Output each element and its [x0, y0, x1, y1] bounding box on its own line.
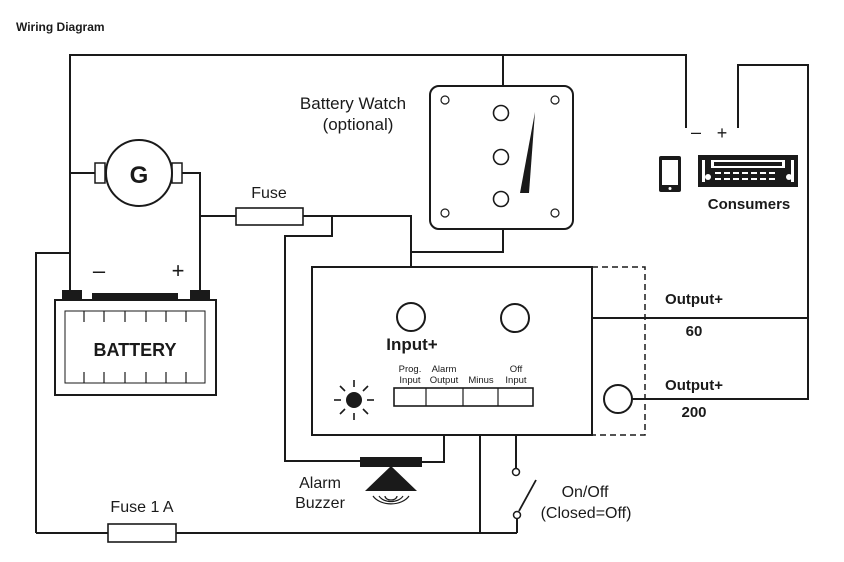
- output-60-terminal: [500, 303, 530, 333]
- controller-unit: Input+ Prog. Input Alarm Output Min: [311, 266, 646, 436]
- fuse-1a: [107, 523, 177, 543]
- controller-box: [311, 266, 593, 436]
- input-plus-terminal: [396, 302, 426, 332]
- terminal-prog-label-1: Prog.: [399, 364, 422, 375]
- input-plus-label: Input+: [386, 335, 438, 354]
- terminal-alarm-label-1: Alarm: [432, 364, 457, 375]
- onoff-label-1: On/Off: [562, 484, 609, 501]
- onoff-switch: On/Off (Closed=Off): [511, 467, 632, 533]
- battery-watch: Battery Watch (optional): [300, 85, 574, 230]
- wire-gen-right: [182, 172, 201, 293]
- wire-fuse1a-left: [35, 252, 70, 533]
- generator-label: G: [130, 162, 149, 189]
- alarm-buzzer-label-1: Alarm: [299, 475, 341, 492]
- onoff-label-2: (Closed=Off): [541, 505, 632, 522]
- output-200-label: Output+: [665, 377, 723, 394]
- buzzer-horn: [365, 466, 417, 491]
- fuse-1a-label: Fuse 1 A: [110, 499, 173, 516]
- page-title: Wiring Diagram: [16, 20, 105, 34]
- output-200-value: 200: [681, 404, 706, 421]
- battery: BATTERY – +: [54, 258, 217, 396]
- battery-watch-title: Battery Watch: [300, 94, 406, 113]
- consumers-label: Consumers: [708, 196, 791, 213]
- generator: G: [94, 139, 183, 207]
- consumers-minus-label: –: [691, 122, 701, 142]
- terminal-alarm-label-2: Output: [430, 375, 459, 386]
- radio-icon: [698, 155, 798, 187]
- output-60-value: 60: [686, 323, 703, 340]
- alarm-buzzer-label-2: Buzzer: [295, 495, 345, 512]
- fuse-label: Fuse: [251, 185, 287, 202]
- battery-label: BATTERY: [94, 340, 177, 360]
- battery-plus-label: +: [172, 258, 185, 283]
- wires: [35, 54, 809, 534]
- consumers: – + Consumers: [659, 122, 798, 213]
- buzzer-bar: [360, 457, 422, 467]
- battery-watch-needle: [520, 112, 535, 193]
- wire-alarm-supply: [284, 216, 360, 462]
- wire-consumers-plus: [632, 64, 809, 400]
- output-200-terminal: [603, 384, 633, 414]
- wire-watch-bottom: [411, 229, 504, 253]
- consumers-plus-label: +: [717, 123, 728, 143]
- led-icon: [334, 380, 374, 420]
- terminal-off-label-2: Input: [505, 375, 526, 386]
- output-60-label: Output+: [665, 291, 723, 308]
- battery-minus-label: –: [93, 258, 106, 283]
- fuse: [235, 207, 304, 226]
- battery-watch-subtitle: (optional): [323, 115, 394, 134]
- terminal-off-label-1: Off: [510, 364, 523, 375]
- terminal-minus-label: Minus: [468, 375, 494, 386]
- generator-circle: [105, 139, 173, 207]
- terminal-prog-label-2: Input: [399, 375, 420, 386]
- alarm-buzzer: Alarm Buzzer: [295, 457, 422, 512]
